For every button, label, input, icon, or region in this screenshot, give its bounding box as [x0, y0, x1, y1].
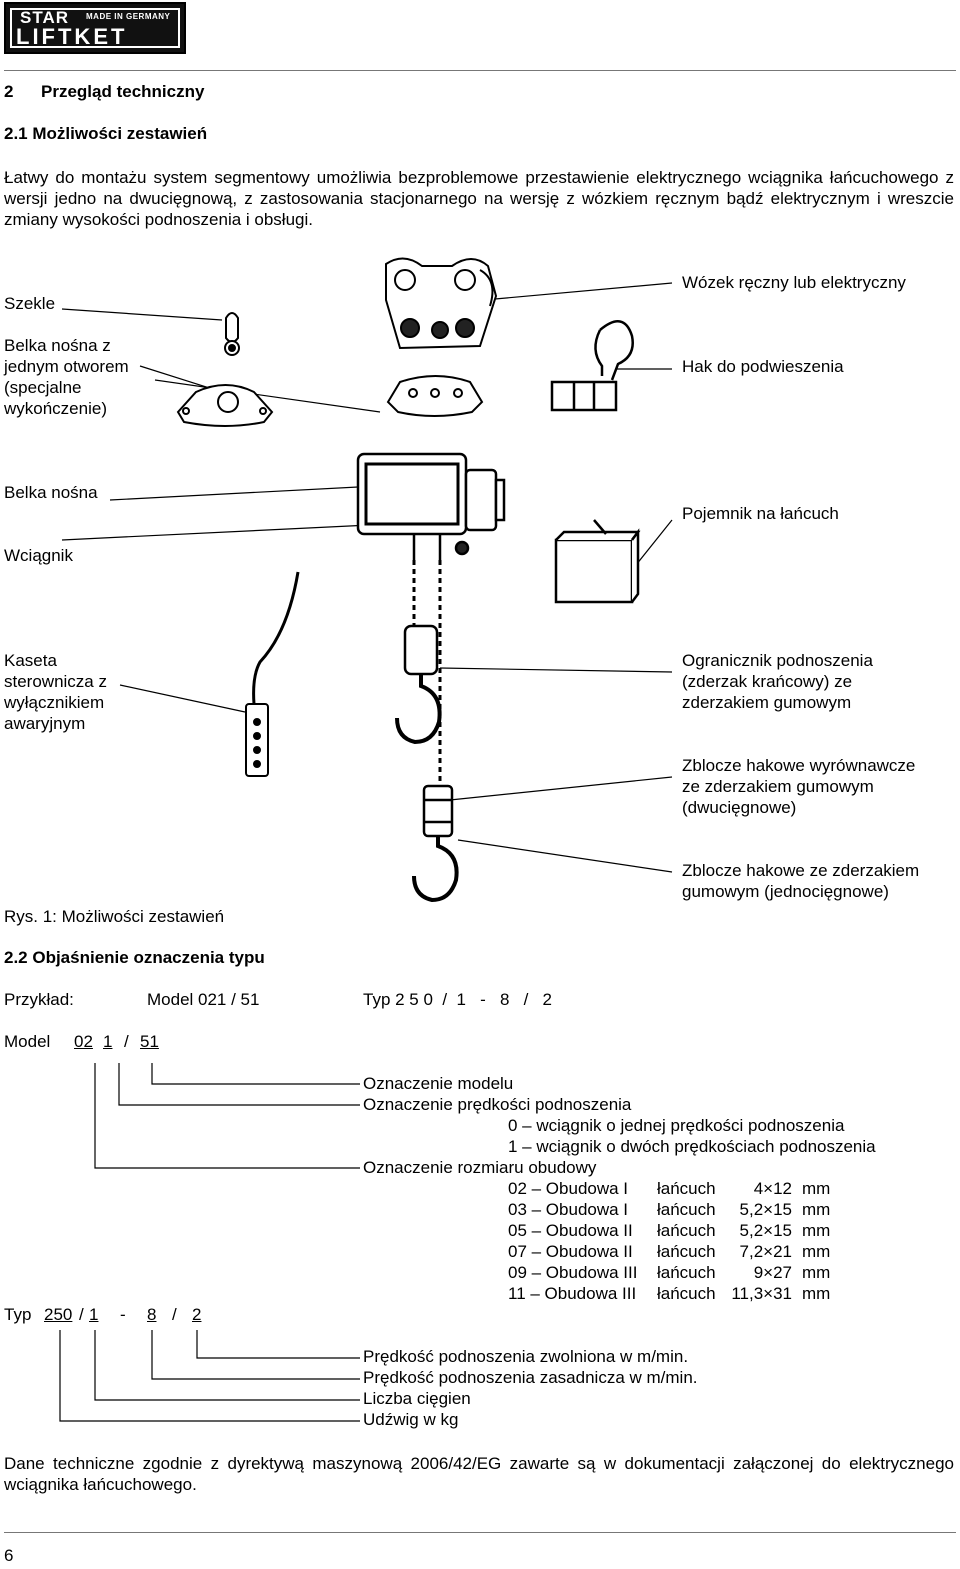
- desc-slow-speed: Prędkość podnoszenia zwolniona w m/min.: [363, 1347, 689, 1366]
- label-hook-block-two-3: (dwucięgnowe): [682, 798, 797, 817]
- suspension-hook-drawing: [550, 320, 634, 412]
- control-pendant-drawing: [245, 571, 300, 777]
- housing-size: 11,3×31: [731, 1284, 792, 1303]
- label-beam: Belka nośna: [4, 483, 98, 502]
- typ-part-main-speed: 8: [147, 1305, 157, 1324]
- housing-size: 9×27: [753, 1263, 792, 1282]
- housing-code: 02 – Obudowa I: [508, 1179, 629, 1198]
- model-separator: /: [124, 1032, 129, 1051]
- section-number: 2: [4, 82, 14, 101]
- typ-sep-2: -: [120, 1305, 126, 1324]
- housing-size: 7,2×21: [739, 1242, 792, 1261]
- label-suspension-hook: Hak do podwieszenia: [682, 357, 844, 376]
- label-hook-block-one-1: Zblocze hakowe ze zderzakiem: [682, 861, 920, 880]
- label-hoist: Wciągnik: [4, 546, 73, 565]
- housing-chain: łańcuch: [657, 1284, 716, 1303]
- intro-paragraph: Łatwy do montażu system segmentowy umożl…: [4, 168, 954, 229]
- typ-sep-3: /: [172, 1305, 177, 1324]
- housing-unit: mm: [802, 1179, 831, 1198]
- example-typ: Typ 2 5 0 / 1 - 8 / 2: [363, 990, 552, 1009]
- single-hole-beam-drawing: [176, 384, 274, 427]
- desc-capacity: Udźwig w kg: [363, 1410, 459, 1429]
- housing-chain: łańcuch: [657, 1221, 716, 1240]
- typ-part-slow-speed: 2: [192, 1305, 202, 1324]
- chain-container-drawing: [554, 519, 641, 604]
- chain-drawing: [412, 560, 442, 800]
- subsection-title: 2.1 Możliwości zestawień: [4, 124, 208, 143]
- label-trolley: Wózek ręczny lub elektryczny: [682, 273, 906, 292]
- label-beam-hole-1: Belka nośna z: [4, 336, 111, 355]
- footer-paragraph: Dane techniczne zgodnie z dyrektywą masz…: [4, 1454, 954, 1494]
- company-logo: STAR MADE IN GERMANY LIFTKET: [4, 2, 186, 54]
- label-hook-block-one-2: gumowym (jednocięgnowe): [682, 882, 889, 901]
- typ-sep-1: /: [79, 1305, 84, 1324]
- housing-unit: mm: [802, 1263, 831, 1282]
- footer-rule: [4, 1532, 956, 1533]
- model-part-housing: 02: [74, 1032, 93, 1051]
- housing-unit: mm: [802, 1242, 831, 1261]
- header-rule: [4, 70, 956, 71]
- typ-part-capacity: 250: [44, 1305, 73, 1324]
- model-part-speed: 1: [103, 1032, 113, 1051]
- label-beam-hole-4: wykończenie): [4, 399, 107, 418]
- typ-part-falls: 1: [89, 1305, 99, 1324]
- label-hook-block-two-2: ze zderzakiem gumowym: [682, 777, 874, 796]
- shackle-drawing: [224, 312, 240, 356]
- desc-housing-size: Oznaczenie rozmiaru obudowy: [363, 1158, 597, 1177]
- housing-chain: łańcuch: [657, 1200, 716, 1219]
- desc-main-speed: Prędkość podnoszenia zasadnicza w m/min.: [363, 1368, 698, 1387]
- label-hook-block-two-1: Zblocze hakowe wyrównawcze: [682, 756, 916, 775]
- desc-speed-opt0: 0 – wciągnik o jednej prędkości podnosze…: [508, 1116, 845, 1135]
- figure-caption: Rys. 1: Możliwości zestawień: [4, 907, 225, 926]
- double-hole-beam-drawing: [386, 375, 484, 417]
- housing-unit: mm: [802, 1284, 831, 1303]
- housing-code: 03 – Obudowa I: [508, 1200, 629, 1219]
- housing-code: 11 – Obudowa III: [508, 1284, 637, 1303]
- label-limiter-1: Ogranicznik podnoszenia: [682, 651, 873, 670]
- label-beam-hole-3: (specjalne: [4, 378, 82, 397]
- housing-code: 05 – Obudowa II: [508, 1221, 633, 1240]
- assembly-figure: [61, 257, 673, 903]
- example-model: Model 021 / 51: [147, 990, 260, 1009]
- hook-block-one-fall-drawing: [412, 784, 459, 903]
- label-pendant-1: Kaseta: [4, 651, 57, 670]
- label-pendant-4: awaryjnym: [4, 714, 86, 733]
- subsection-title-22: 2.2 Objaśnienie oznaczenia typu: [4, 948, 265, 967]
- desc-falls: Liczba cięgien: [363, 1389, 471, 1408]
- trolley-drawing: [385, 257, 498, 350]
- desc-speed-code: Oznaczenie prędkości podnoszenia: [363, 1095, 632, 1114]
- housing-chain: łańcuch: [657, 1179, 716, 1198]
- logo-brand-top: STAR: [20, 8, 70, 27]
- label-pendant-3: wyłącznikiem: [4, 693, 105, 712]
- housing-size: 5,2×15: [739, 1200, 792, 1219]
- housing-code: 09 – Obudowa III: [508, 1263, 638, 1282]
- housing-code: 07 – Obudowa II: [508, 1242, 633, 1261]
- logo-made-in: MADE IN GERMANY: [86, 12, 171, 21]
- hook-block-two-fall-drawing: [395, 624, 442, 745]
- page-number: 6: [4, 1546, 14, 1565]
- typ-label: Typ: [4, 1305, 32, 1324]
- housing-size: 5,2×15: [739, 1221, 792, 1240]
- housing-unit: mm: [802, 1200, 831, 1219]
- label-chain-container: Pojemnik na łańcuch: [682, 504, 839, 523]
- logo-brand-bottom: LIFTKET: [16, 24, 128, 49]
- section-title: Przegląd techniczny: [41, 82, 205, 101]
- label-shackle: Szekle: [4, 294, 56, 313]
- label-pendant-2: sterownicza z: [4, 672, 107, 691]
- housing-chain: łańcuch: [657, 1263, 716, 1282]
- model-label: Model: [4, 1032, 51, 1051]
- housing-size: 4×12: [753, 1179, 792, 1198]
- model-part-model: 51: [140, 1032, 159, 1051]
- label-beam-hole-2: jednym otworem: [4, 357, 129, 376]
- label-limiter-3: zderzakiem gumowym: [682, 693, 852, 712]
- housing-chain: łańcuch: [657, 1242, 716, 1261]
- desc-speed-opt1: 1 – wciągnik o dwóch prędkościach podnos…: [508, 1137, 876, 1156]
- example-label: Przykład:: [4, 990, 74, 1009]
- desc-model-code: Oznaczenie modelu: [363, 1074, 514, 1093]
- label-limiter-2: (zderzak krańcowy) ze: [682, 672, 853, 691]
- housing-unit: mm: [802, 1221, 831, 1240]
- hoist-drawing: [356, 452, 506, 560]
